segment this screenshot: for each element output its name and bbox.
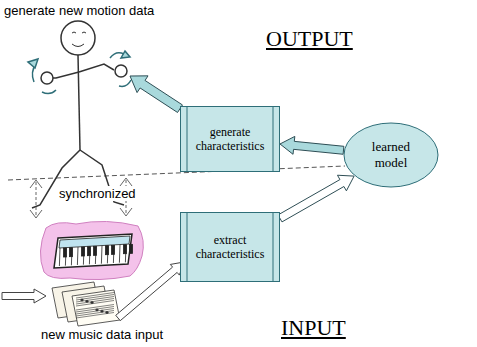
rotation-arrow <box>28 51 131 94</box>
input-arrow <box>116 262 184 321</box>
section-heading: INPUT <box>280 315 347 341</box>
input-arrow <box>2 289 46 303</box>
node-text: extract characteristics <box>192 233 268 262</box>
model-ellipse: learned model <box>343 122 439 188</box>
input-caption: new music data input <box>40 327 164 342</box>
figure-caption: generate new motion data <box>3 3 155 18</box>
section-heading: OUTPUT <box>265 26 354 52</box>
sheet-music-icon <box>52 282 120 326</box>
node-text: generate characteristics <box>192 125 268 154</box>
process-box: generate characteristics <box>180 106 280 172</box>
output-arrow <box>130 76 182 113</box>
flow-arrow <box>280 136 344 154</box>
stick-figure <box>32 21 127 208</box>
node-text: learned model <box>357 139 425 170</box>
flow-arrow <box>278 175 354 222</box>
sync-label: synchronized <box>58 186 137 201</box>
process-box: extract characteristics <box>180 212 280 282</box>
keyboard-icon <box>40 221 143 279</box>
